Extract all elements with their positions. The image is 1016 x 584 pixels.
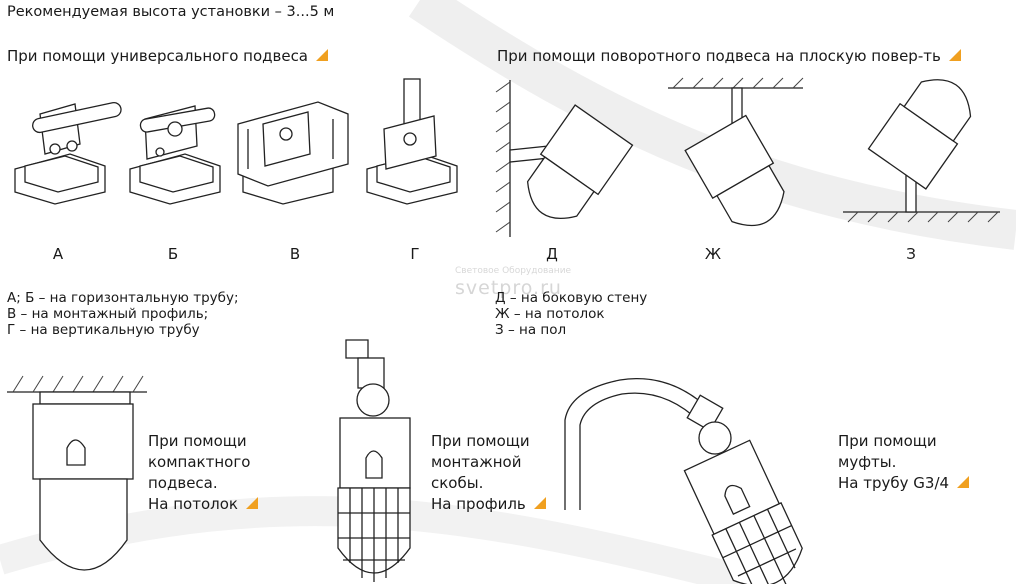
label-a: А: [52, 245, 64, 263]
mount-z-drawing: [843, 79, 1000, 223]
triangle-marker-icon: [245, 496, 258, 509]
note-line: Г – на вертикальную трубу: [7, 322, 200, 338]
triangle-marker-icon: [957, 475, 970, 488]
notes-right: Д – на боковую стену Ж – на потолок З – …: [495, 290, 647, 338]
label-b: Б: [167, 245, 179, 263]
watermark-small: Световое Оборудование: [455, 266, 572, 276]
caption-bracket: При помощи монтажной скобы. На профиль: [431, 431, 546, 515]
note-line: В – на монтажный профиль;: [7, 306, 209, 322]
caption-line: При помощи: [431, 432, 530, 450]
note-line: Д – на боковую стену: [495, 290, 648, 306]
swivel-suspension-figures: [495, 77, 1000, 237]
mount-b-drawing: [129, 105, 221, 205]
caption-line: подвеса.: [148, 474, 218, 492]
mount-d-drawing: [495, 80, 634, 237]
page-title: Рекомендуемая высота установки – 3...5 м: [7, 4, 335, 20]
notes-left: А; Б – на горизонтальную трубу; В – на м…: [7, 290, 239, 338]
bracket-profile-drawing: [337, 339, 411, 582]
triangle-marker-icon: [316, 48, 329, 61]
label-v: В: [289, 245, 301, 263]
watermark-large: svetpro.ru: [455, 277, 562, 299]
triangle-marker-icon: [533, 496, 546, 509]
caption-line: При помощи: [148, 432, 247, 450]
mount-g-drawing: [366, 78, 458, 205]
caption-line: муфты.: [838, 453, 897, 471]
caption-line: монтажной: [431, 453, 522, 471]
compact-ceiling-drawing: [7, 375, 147, 571]
caption-line: На профиль: [431, 494, 546, 515]
triangle-marker-icon: [948, 48, 961, 61]
caption-line: На потолок: [148, 494, 258, 515]
caption-compact: При помощи компактного подвеса. На потол…: [148, 431, 258, 515]
caption-coupling: При помощи муфты. На трубу G3/4: [838, 431, 970, 494]
label-d: Д: [546, 245, 558, 263]
mount-zh-drawing: [668, 77, 804, 227]
section-swivel-heading: При помощи поворотного подвеса на плоску…: [497, 47, 961, 65]
label-g: Г: [410, 245, 420, 263]
caption-line: компактного: [148, 453, 251, 471]
caption-line: На трубу G3/4: [838, 473, 970, 494]
universal-suspension-figures: [14, 78, 458, 205]
mount-v-drawing: [237, 101, 349, 205]
label-zh: Ж: [704, 245, 722, 263]
mount-a-drawing: [14, 101, 122, 205]
coupling-pipe-drawing: [564, 377, 803, 584]
note-line: Ж – на потолок: [495, 306, 605, 322]
note-line: З – на пол: [495, 322, 567, 338]
section-universal-heading: При помощи универсального подвеса: [7, 47, 329, 65]
note-line: А; Б – на горизонтальную трубу;: [7, 290, 239, 306]
caption-line: При помощи: [838, 432, 937, 450]
label-z: З: [906, 245, 916, 263]
caption-line: скобы.: [431, 474, 484, 492]
